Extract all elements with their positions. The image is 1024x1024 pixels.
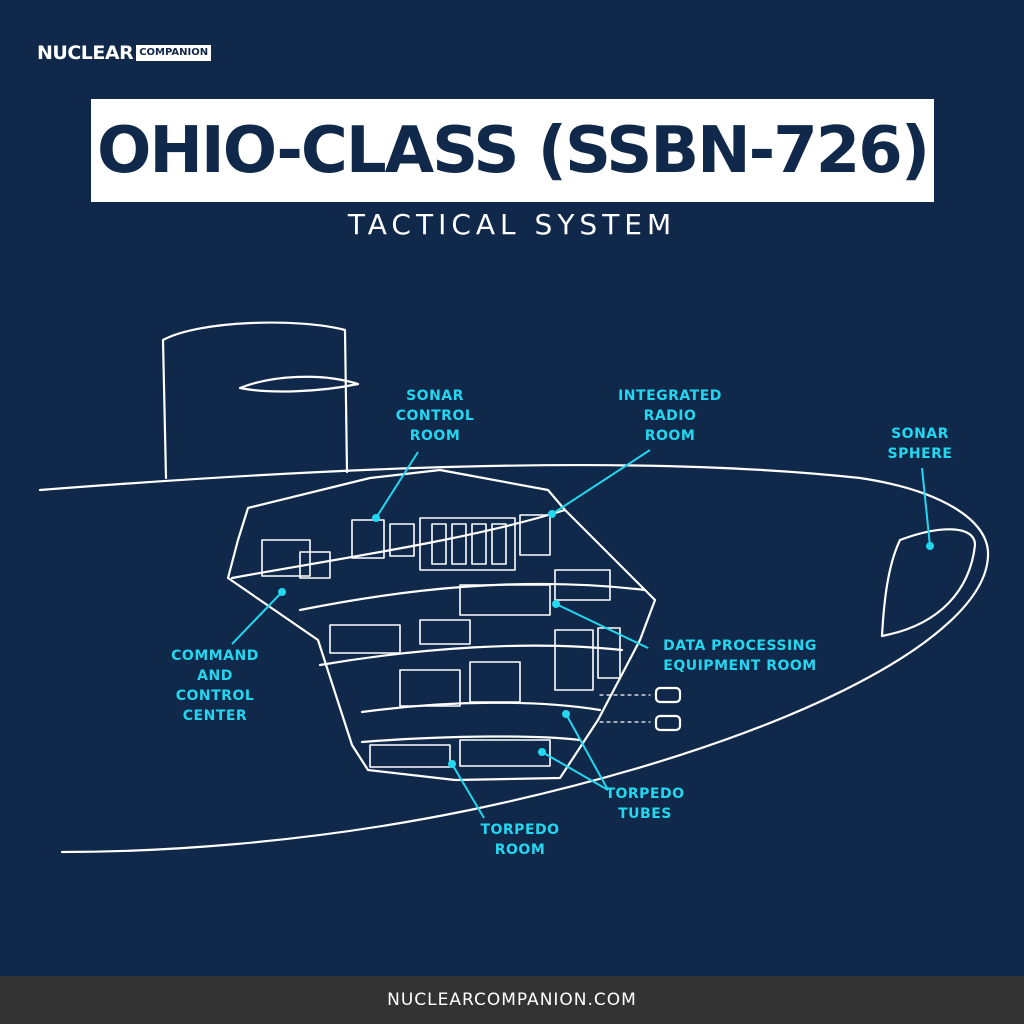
- footer-url[interactable]: NUCLEARCOMPANION.COM: [387, 990, 637, 1010]
- label-torpedo-room: TORPEDO ROOM: [480, 822, 560, 858]
- sail: [161, 321, 349, 480]
- deck-2: [298, 582, 647, 612]
- tube-outlet-1: [654, 686, 682, 704]
- sonar-sphere: [880, 528, 977, 638]
- cutaway-outline: [226, 468, 657, 782]
- hull-outline: [38, 463, 990, 854]
- page-subtitle: TACTICAL SYSTEM: [347, 208, 677, 241]
- label-sonar-sphere: SONAR SPHERE: [887, 426, 953, 462]
- title-banner: OHIO-CLASS (SSBN-726): [91, 99, 934, 202]
- label-integrated-radio-room: INTEGRATED RADIO ROOM: [618, 388, 722, 444]
- tube-outlet-2: [654, 714, 682, 732]
- footer-bar: NUCLEARCOMPANION.COM: [0, 976, 1024, 1024]
- brand-main: NUCLEAR: [37, 42, 134, 64]
- deck-1: [230, 508, 567, 580]
- label-sonar-control-room: SONAR CONTROL ROOM: [395, 388, 475, 444]
- brand-logo: NUCLEAR COMPANION: [37, 42, 212, 64]
- label-command-and-control-center: COMMAND AND CONTROL CENTER: [171, 648, 259, 724]
- deck-5: [360, 735, 582, 744]
- deck-3: [318, 644, 624, 667]
- label-torpedo-tubes: TORPEDO TUBES: [605, 786, 685, 822]
- brand-tag: COMPANION: [136, 45, 212, 61]
- label-data-processing-equipment-room: DATA PROCESSING EQUIPMENT ROOM: [663, 638, 817, 674]
- fairwater-plane: [238, 375, 360, 393]
- page-title: OHIO-CLASS (SSBN-726): [96, 113, 930, 188]
